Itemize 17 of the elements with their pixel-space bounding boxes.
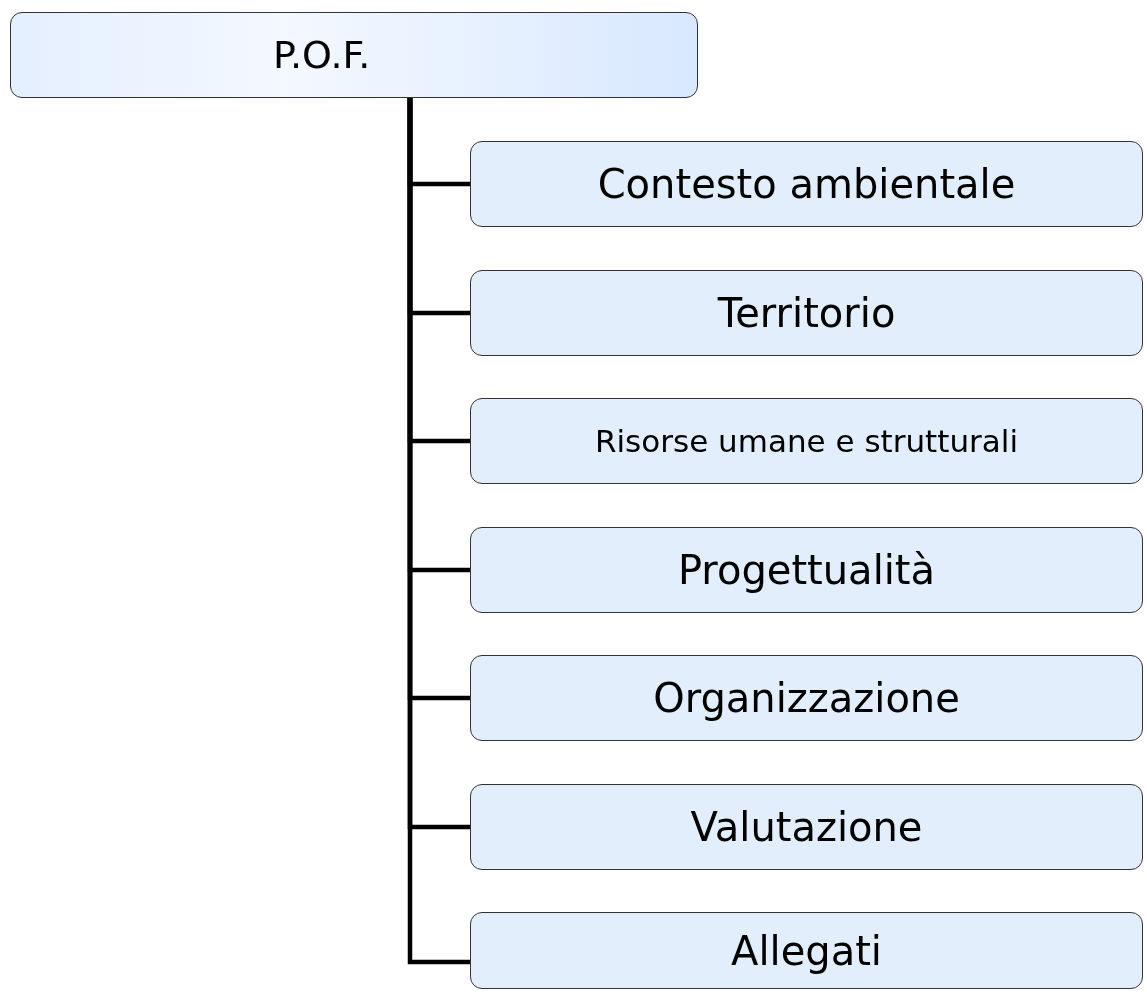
topic-box [470,784,1143,870]
box-label: Territorio [717,290,896,336]
topic-box [470,141,1143,227]
box-label: Valutazione [690,804,923,850]
topic-box [470,912,1143,989]
box-label: Progettualità [677,547,936,593]
topic-box [470,270,1143,356]
box-label: P.O.F. [273,33,371,77]
box-label: Organizzazione [653,675,960,721]
topic-box [470,398,1143,484]
topic-box [470,655,1143,741]
topic-box [470,527,1143,613]
root-box [10,12,698,98]
box-label: Allegati [731,927,882,974]
box-label: Risorse umane e strutturali [594,423,1019,459]
connector-line [407,98,470,965]
box-label: Contesto ambientale [597,161,1016,207]
